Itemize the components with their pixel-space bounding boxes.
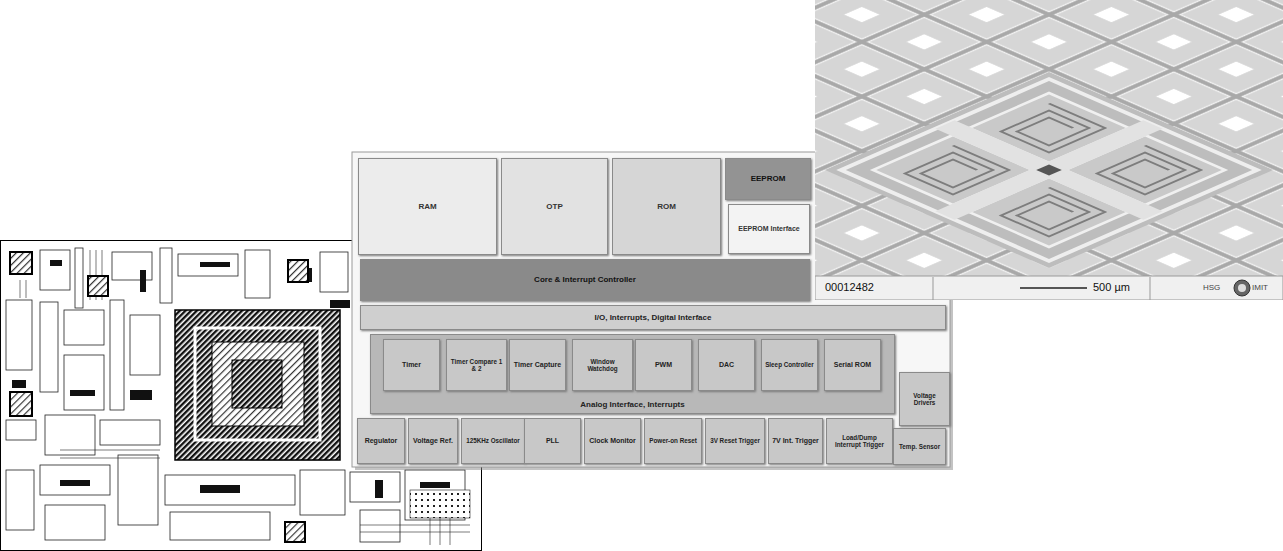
block-label: Sleep Controller	[763, 361, 816, 368]
peripheral-block: PWM	[635, 339, 692, 391]
block-label: Timer Capture	[512, 361, 563, 369]
image-id: 00012482	[825, 281, 874, 293]
block-label: Window Watchdog	[573, 358, 632, 372]
sensor-block: Temp. Sensor	[893, 428, 946, 465]
peripheral-block: Timer	[383, 339, 440, 391]
block-label: Timer Compare 1 & 2	[447, 358, 506, 372]
peripheral-block: Window Watchdog	[572, 339, 633, 391]
block-label: Power-on Reset	[647, 437, 699, 444]
analog-band: Analog Interface, Interrupts Timer Timer C…	[370, 334, 895, 414]
block-label: Core & Interrupt Controller	[532, 275, 638, 284]
block-label: OTP	[544, 202, 564, 211]
analog-block: Regulator	[357, 418, 405, 464]
block-label: PLL	[544, 437, 561, 445]
driver-block: Voltage Drivers	[899, 372, 950, 426]
block-label: 3V Reset Trigger	[708, 437, 762, 444]
block-label: Timer	[400, 361, 423, 369]
block-label: DAC	[717, 361, 736, 369]
memory-block: OTP	[501, 158, 608, 255]
block-label: Load/Dump Interrupt Trigger	[827, 434, 892, 448]
block-label: Clock Monitor	[587, 437, 638, 445]
analog-block: 3V Reset Trigger	[705, 418, 765, 464]
logo-text: IMIT	[1252, 283, 1268, 292]
analog-block: 7V Int. Trigger	[768, 418, 823, 464]
analog-block: 125KHz Oscillator	[461, 418, 525, 464]
memory-block: EEPROM	[725, 158, 811, 200]
block-label: 125KHz Oscillator	[464, 437, 522, 444]
logo-text: HSG	[1203, 283, 1220, 292]
block-label: ROM	[655, 202, 678, 211]
peripheral-block: DAC	[698, 339, 755, 391]
memory-block: ROM	[612, 158, 721, 255]
block-label: Regulator	[363, 437, 400, 445]
peripheral-block: Serial ROM	[824, 339, 881, 391]
scale-label: 500 µm	[1093, 281, 1130, 293]
analog-block: Load/Dump Interrupt Trigger	[826, 418, 893, 464]
block-label: Analog Interface, Interrupts	[578, 400, 686, 409]
block-label: Voltage Ref.	[411, 437, 455, 445]
memory-block: RAM	[358, 158, 497, 255]
block-label: 7V Int. Trigger	[770, 437, 821, 445]
block-label: RAM	[416, 202, 438, 211]
interface-block: EEPROM Interface	[728, 204, 810, 254]
peripheral-block: Sleep Controller	[761, 339, 818, 391]
block-label: I/O, Interrupts, Digital Interface	[593, 313, 714, 322]
analog-block: Clock Monitor	[584, 418, 641, 464]
analog-block: Power-on Reset	[644, 418, 702, 464]
analog-block: Voltage Ref.	[408, 418, 458, 464]
core-band: Core & Interrupt Controller	[360, 259, 810, 301]
block-label: PWM	[653, 361, 674, 369]
block-label: Serial ROM	[832, 361, 873, 369]
block-label: EEPROM Interface	[736, 225, 801, 233]
peripheral-block: Timer Compare 1 & 2	[446, 339, 507, 391]
block-label: Voltage Drivers	[900, 392, 949, 406]
bus-band: I/O, Interrupts, Digital Interface	[360, 305, 946, 330]
sem-micrograph	[815, 0, 1283, 300]
block-label: EEPROM	[749, 174, 788, 183]
analog-block: PLL	[524, 418, 581, 464]
peripheral-block: Timer Capture	[509, 339, 566, 391]
block-label: Temp. Sensor	[897, 443, 942, 450]
